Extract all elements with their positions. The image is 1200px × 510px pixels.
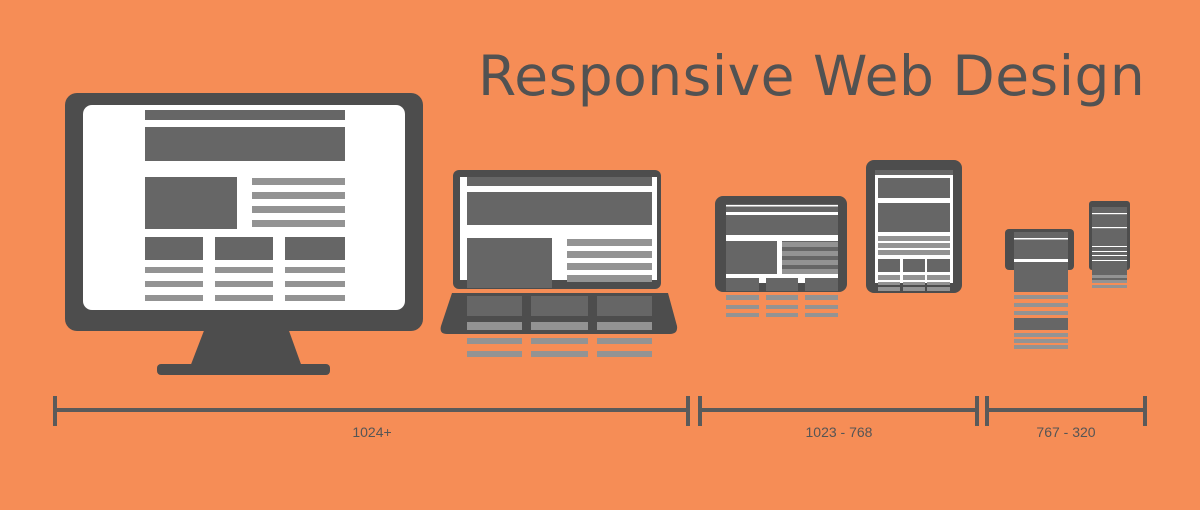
breakpoint-ruler-desktop (53, 396, 690, 426)
breakpoint-ruler-mobile (985, 396, 1147, 426)
phone-portrait-icon (1089, 201, 1130, 288)
breakpoint-label-tablet: 1023 - 768 (805, 424, 873, 440)
tablet-landscape-icon (715, 196, 847, 317)
breakpoint-ruler-tablet (698, 396, 979, 426)
desktop-monitor-icon (65, 93, 423, 375)
phone-landscape-icon (1005, 229, 1074, 349)
breakpoint-label-desktop: 1024+ (352, 424, 392, 440)
laptop-icon (440, 170, 678, 357)
breakpoint-label-mobile: 767 - 320 (1036, 424, 1096, 440)
page-title: Responsive Web Design (478, 44, 1146, 108)
tablet-portrait-icon (866, 160, 962, 293)
